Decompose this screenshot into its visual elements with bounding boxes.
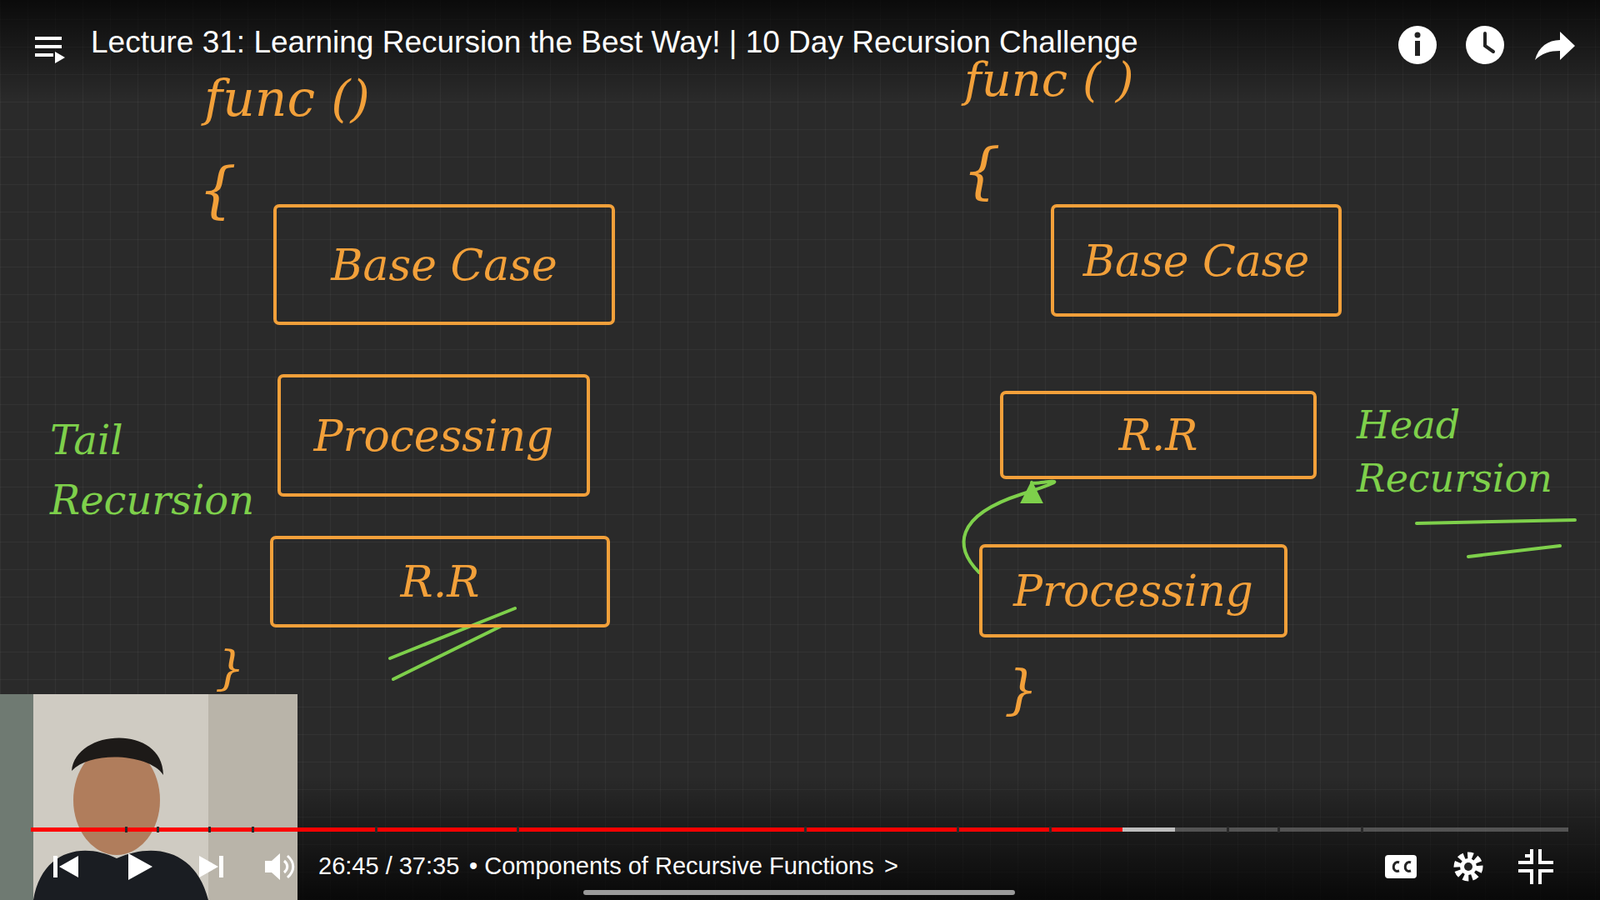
cc-icon (1385, 855, 1417, 879)
info-icon (1398, 25, 1437, 65)
share-icon (1535, 31, 1575, 60)
underline-strokes (1416, 520, 1575, 557)
curved-arrow (964, 481, 1055, 573)
box-text: Base Case (1083, 235, 1310, 286)
menu-icon (35, 36, 65, 64)
handwritten-label: } (1004, 658, 1039, 723)
step-box: R.R (270, 535, 610, 628)
webcam-overlay (0, 694, 298, 900)
previous-icon (53, 855, 79, 878)
clock-icon (1465, 25, 1505, 65)
player-text: • Components of Recursive Functions (469, 851, 875, 881)
handwritten-label: { (198, 154, 237, 226)
fullscreen-exit-icon (1518, 849, 1554, 885)
emphasis-strokes (390, 608, 515, 680)
handwritten-label: func ( ) (964, 51, 1135, 108)
handwritten-label: Head Recursion (1356, 398, 1584, 506)
progress-buffer (1122, 827, 1175, 832)
player-text: 26:45 / 37:35 (318, 851, 460, 881)
box-text: Base Case (330, 240, 557, 290)
chapter-gaps (125, 826, 1364, 833)
step-box: Base Case (1050, 204, 1342, 317)
box-text: Processing (314, 410, 555, 461)
volume-icon (265, 853, 294, 880)
scrub-handle-bar (583, 890, 1015, 895)
handwritten-label: } (215, 640, 245, 696)
handwritten-label: func () (204, 68, 370, 129)
progress-played (30, 827, 1123, 832)
handwritten-label: { (962, 135, 1001, 207)
handwritten-label: Tail Recursion (50, 410, 263, 530)
step-box: Base Case (273, 204, 615, 325)
step-box: Processing (979, 544, 1288, 638)
box-text: Processing (1013, 565, 1254, 616)
box-text: R.R (400, 556, 480, 607)
next-icon (199, 855, 224, 878)
step-box: R.R (1000, 390, 1317, 480)
box-text: R.R (1119, 410, 1199, 460)
step-box: Processing (277, 374, 590, 497)
settings-icon (1457, 855, 1480, 878)
progress-track (30, 827, 1569, 832)
player-text: > (884, 851, 899, 881)
play-icon (128, 853, 153, 880)
